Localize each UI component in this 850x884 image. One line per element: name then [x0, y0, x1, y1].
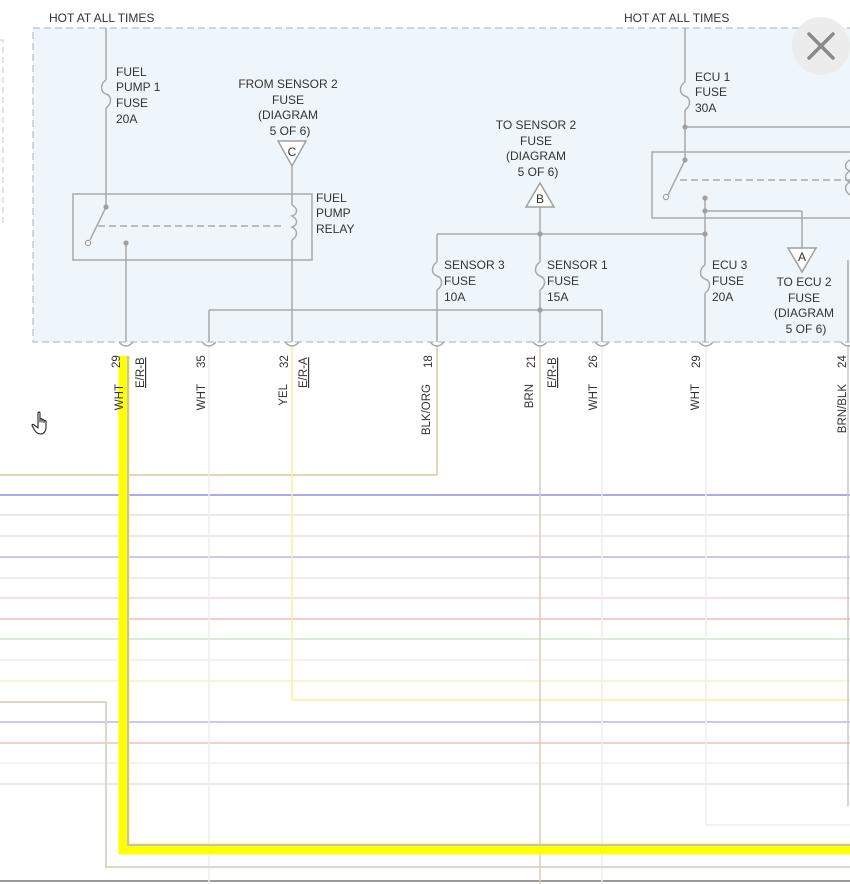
svg-text:5 OF 6): 5 OF 6) [518, 165, 559, 179]
close-button[interactable] [792, 17, 850, 75]
open-contacts [84, 193, 670, 247]
wire-color: BLK/ORG [421, 384, 433, 435]
fuel-pump1-fuse-label: FUEL PUMP 1 FUSE 20A [116, 65, 161, 126]
svg-text:FUSE: FUSE [116, 96, 148, 110]
svg-text:TO ECU 2: TO ECU 2 [776, 275, 831, 289]
ecu1-fuse-label: ECU 1 FUSE 30A [695, 70, 731, 115]
svg-text:5 OF 6): 5 OF 6) [270, 124, 311, 138]
ecu3-fuse-label: ECU 3 FUSE 20A [712, 258, 748, 304]
wire-color: WHT [196, 384, 208, 410]
ecu-relay-box [651, 151, 850, 219]
connector-c-icon: C [276, 140, 308, 168]
svg-text:30A: 30A [695, 101, 716, 115]
wire-color: YEL [278, 383, 290, 405]
hot-at-all-times-left: HOT AT ALL TIMES [49, 11, 154, 25]
svg-text:FUSE: FUSE [520, 134, 552, 148]
ecu-relay-coil [844, 159, 850, 196]
svg-text:FUEL: FUEL [116, 65, 147, 79]
connector-b-icon: B [524, 181, 556, 208]
sensor1-fuse-label: SENSOR 1 FUSE 15A [547, 258, 608, 304]
wire-color: WHT [690, 384, 702, 410]
pin-number: 32 [279, 355, 291, 368]
svg-text:FUSE: FUSE [695, 85, 727, 99]
wire-color: BRN/BLK [837, 384, 849, 434]
svg-text:20A: 20A [116, 112, 137, 126]
pin-number: 29 [691, 355, 703, 368]
wire-color: BRN [524, 384, 536, 408]
svg-text:RELAY: RELAY [316, 222, 354, 236]
pin-number: 24 [837, 355, 849, 368]
svg-text:C: C [288, 145, 297, 159]
svg-text:ECU 3: ECU 3 [712, 258, 748, 272]
svg-text:20A: 20A [712, 290, 733, 304]
svg-text:(DIAGRAM: (DIAGRAM [258, 108, 318, 122]
svg-text:PUMP 1: PUMP 1 [116, 80, 161, 94]
pin-number: 29 [111, 355, 123, 368]
fuse-box-internal-wiring [89, 28, 850, 342]
svg-text:FROM SENSOR 2: FROM SENSOR 2 [238, 77, 338, 91]
pin-connector: E/R-B [547, 357, 559, 388]
fuel-pump-relay-box [72, 193, 313, 261]
terminal-arcs [118, 341, 850, 347]
close-icon [807, 32, 835, 60]
svg-text:FUSE: FUSE [547, 274, 579, 288]
fuse-box-panel [32, 27, 850, 343]
svg-text:SENSOR 3: SENSOR 3 [444, 258, 505, 272]
to-ecu2-label: TO ECU 2 FUSE (DIAGRAM 5 OF 6) [774, 275, 834, 336]
hot-at-all-times-right: HOT AT ALL TIMES [624, 11, 729, 25]
pin-number: 26 [588, 355, 600, 368]
sensor3-fuse-label: SENSOR 3 FUSE 10A [444, 258, 505, 304]
wire-color: WHT [588, 384, 600, 410]
svg-text:(DIAGRAM: (DIAGRAM [506, 149, 566, 163]
pin-labels: 29 E/R-B WHT 35 WHT 32 E/R-A YEL 18 BLK/… [111, 355, 849, 436]
pin-number: 21 [526, 355, 538, 368]
svg-text:10A: 10A [444, 290, 465, 304]
pin-number: 35 [196, 355, 208, 368]
left-partial-panel [0, 39, 4, 223]
to-sensor2-label: TO SENSOR 2 FUSE (DIAGRAM 5 OF 6) [496, 118, 577, 179]
svg-text:FUSE: FUSE [444, 274, 476, 288]
svg-text:SENSOR 1: SENSOR 1 [547, 258, 608, 272]
from-sensor2-label: FROM SENSOR 2 FUSE (DIAGRAM 5 OF 6) [238, 77, 338, 138]
wire-color: WHT [114, 384, 126, 410]
pin-connector: E/R-B [135, 357, 147, 388]
svg-text:(DIAGRAM: (DIAGRAM [774, 306, 834, 320]
svg-text:TO SENSOR 2: TO SENSOR 2 [496, 118, 577, 132]
highlighted-circuit [118, 356, 850, 855]
fuel-pump-relay-label: FUEL PUMP RELAY [316, 191, 354, 236]
svg-text:B: B [536, 192, 544, 206]
svg-text:FUSE: FUSE [788, 291, 820, 305]
svg-text:ECU 1: ECU 1 [695, 70, 731, 84]
hand-pointer-icon [31, 411, 47, 435]
svg-text:FUEL: FUEL [316, 191, 347, 205]
connector-a-icon: A [786, 247, 818, 274]
svg-text:FUSE: FUSE [712, 274, 744, 288]
pin-connector: E/R-A [298, 357, 310, 388]
pin-number: 18 [423, 355, 435, 368]
svg-text:A: A [798, 250, 806, 264]
svg-text:5 OF 6): 5 OF 6) [786, 322, 827, 336]
junction-dots [103, 124, 708, 313]
svg-text:15A: 15A [547, 290, 568, 304]
svg-text:FUSE: FUSE [272, 93, 304, 107]
harness-wires [0, 345, 850, 884]
svg-text:PUMP: PUMP [316, 206, 351, 220]
